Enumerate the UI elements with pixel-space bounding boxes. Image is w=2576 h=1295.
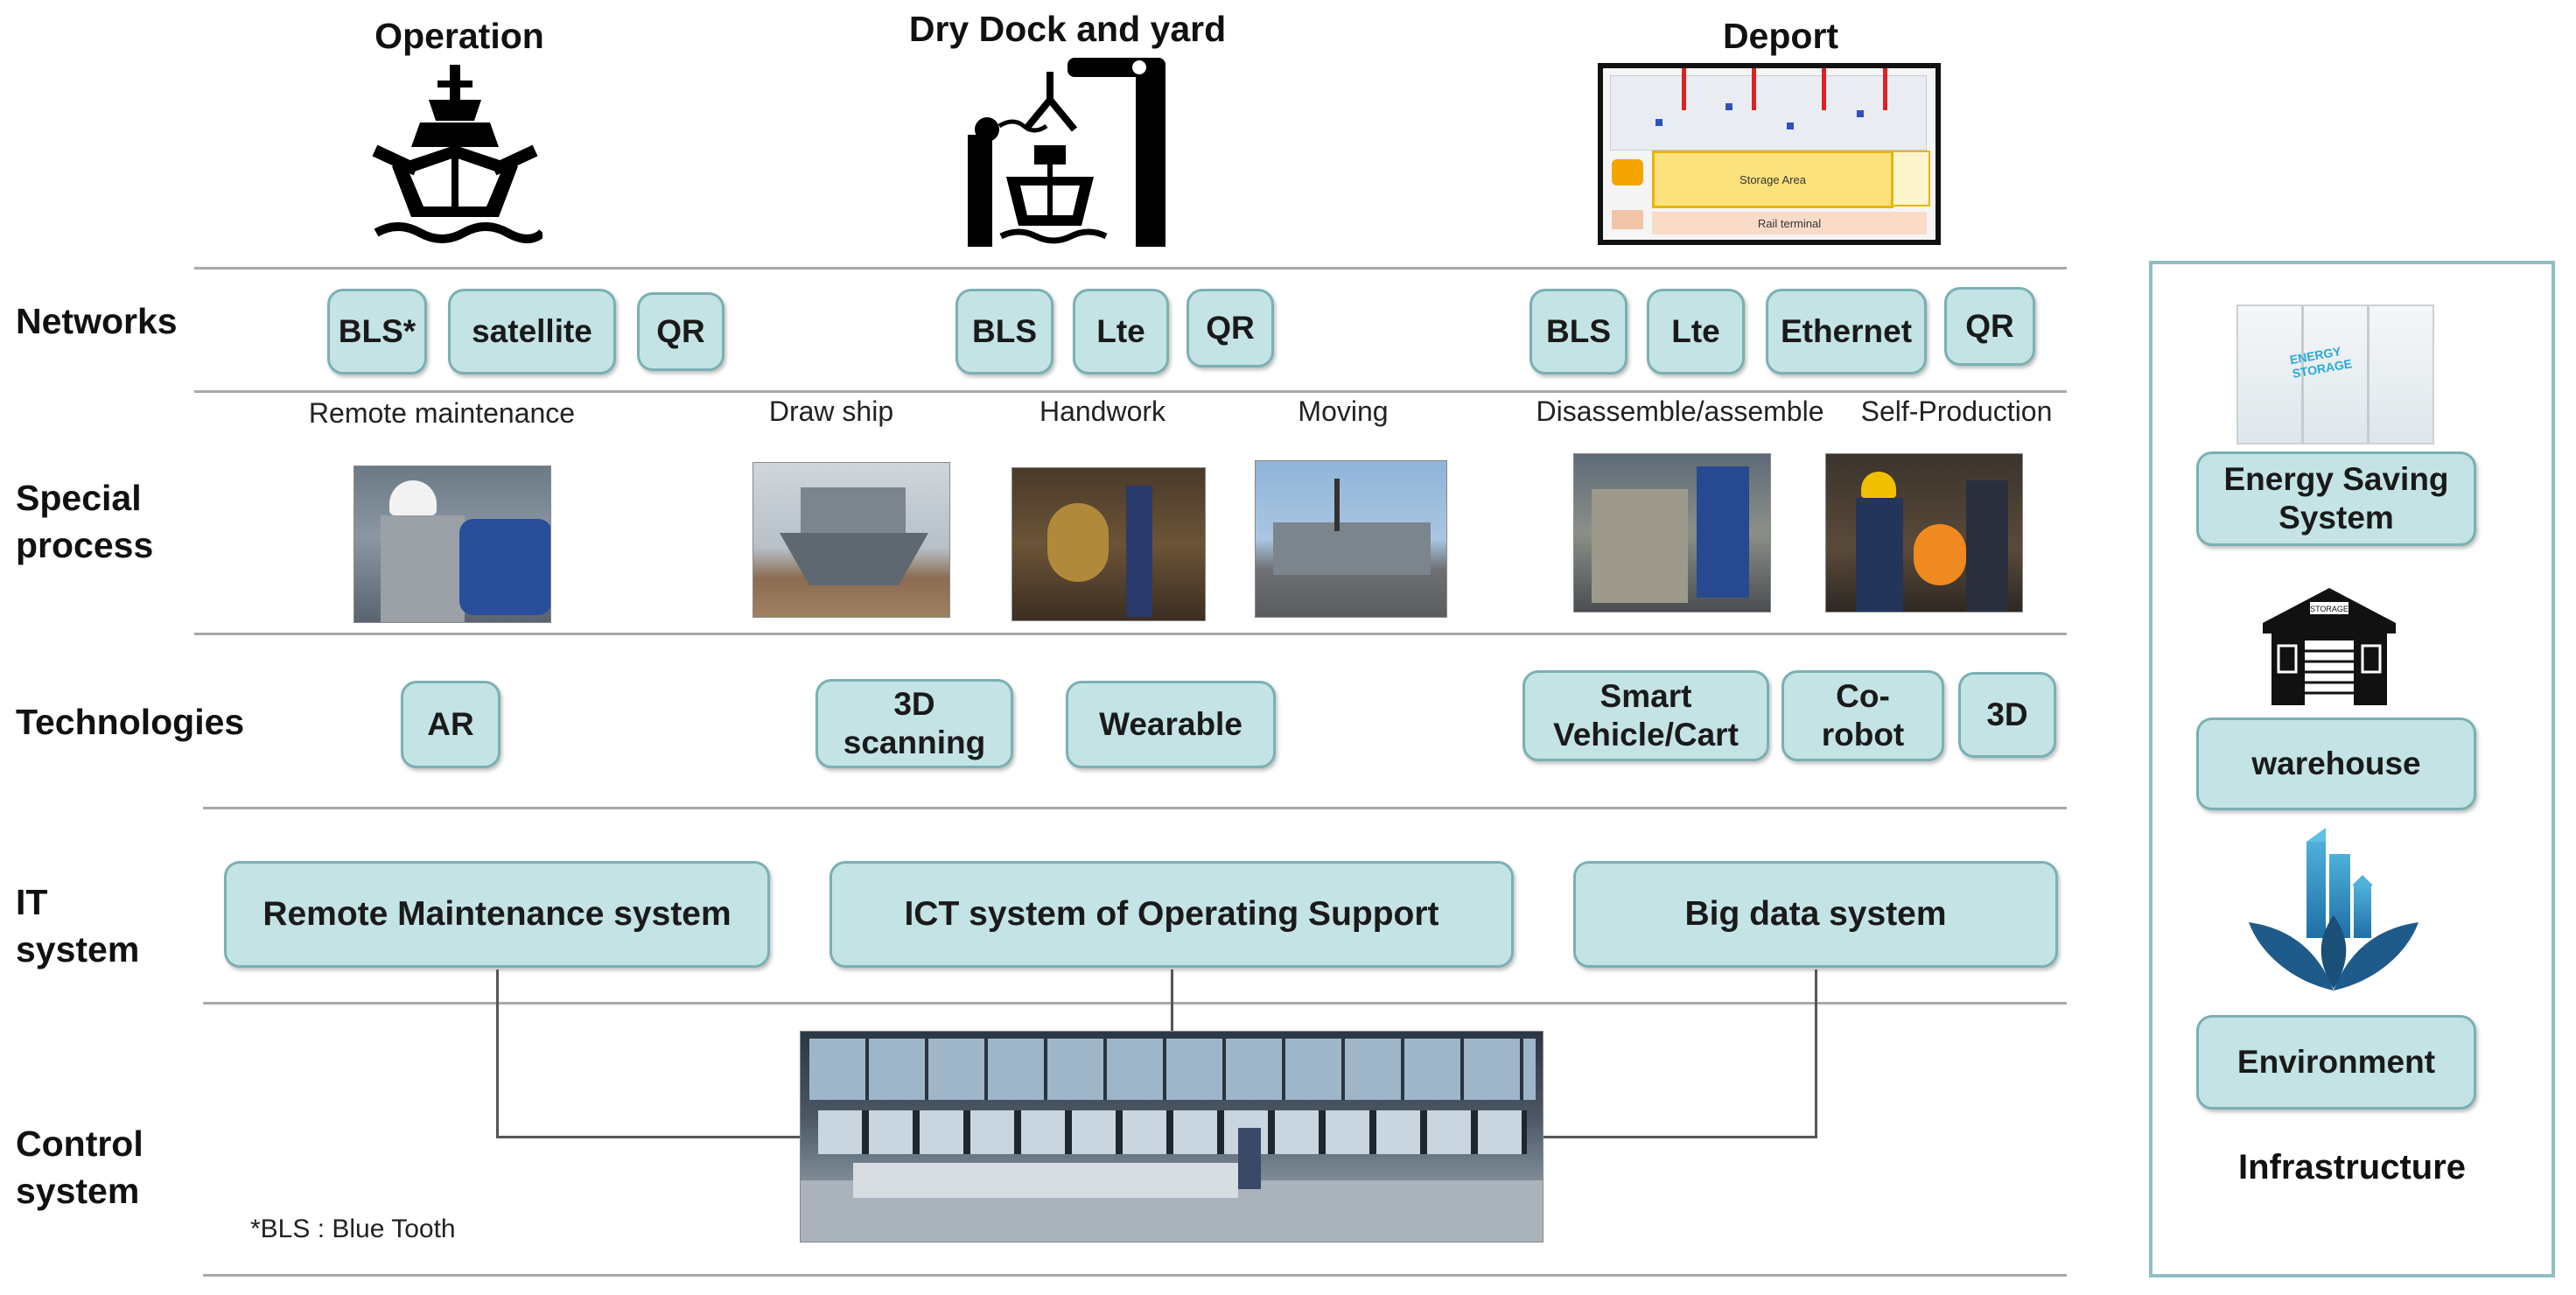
connector-line <box>1815 970 1817 1138</box>
row-label-special-process: Special process <box>16 474 153 569</box>
infra-label-line: Energy Saving <box>2223 461 2449 497</box>
row-label-it-system: IT system <box>16 878 139 973</box>
connector-line <box>496 1136 802 1138</box>
photo-control-room <box>800 1031 1544 1242</box>
caption-disassemble-assemble: Disassemble/assemble <box>1536 396 1824 427</box>
divider <box>194 633 2067 635</box>
row-label-line: system <box>16 929 140 970</box>
energy-storage-icon: ENERGY STORAGE <box>2236 304 2434 444</box>
tech-label-line: Vehicle/Cart <box>1553 717 1739 752</box>
column-title-drydock: Dry Dock and yard <box>908 9 1227 49</box>
tech-3d: 3D <box>1958 672 2056 758</box>
tech-label-line: Co- <box>1836 678 1890 714</box>
row-label-line: process <box>16 525 154 565</box>
caption-handwork: Handwork <box>1039 396 1166 427</box>
deport-map: Storage Area Rail terminal <box>1598 63 1941 245</box>
row-label-technologies: Technologies <box>16 702 245 742</box>
network-lte-drydock: Lte <box>1073 289 1169 374</box>
tech-wearable: Wearable <box>1066 681 1276 768</box>
row-label-line: Special <box>16 478 142 518</box>
photo-disassemble-assemble <box>1573 453 1771 612</box>
divider <box>203 1002 2067 1004</box>
column-title-deport: Deport <box>1722 16 1839 56</box>
network-qr-operation: QR <box>637 292 724 371</box>
ship-icon <box>372 65 542 243</box>
connector-line <box>1171 970 1173 1031</box>
warehouse-sign-text: STORAGE <box>2310 605 2348 613</box>
it-remote-maintenance-system: Remote Maintenance system <box>224 861 770 968</box>
infrastructure-panel <box>2149 261 2555 1278</box>
tech-smart-vehicle-cart: Smart Vehicle/Cart <box>1522 670 1769 761</box>
rail-terminal-zone: Rail terminal <box>1652 212 1927 234</box>
tech-ar: AR <box>401 681 500 768</box>
network-qr-deport: QR <box>1944 287 2035 366</box>
network-lte-deport: Lte <box>1647 289 1745 374</box>
infra-label-line: System <box>2278 500 2394 536</box>
environment-icon <box>2249 828 2418 990</box>
network-bls-deport: BLS <box>1530 289 1628 374</box>
row-label-line: Control <box>16 1124 144 1164</box>
caption-self-production: Self-Production <box>1860 396 2053 427</box>
infra-warehouse: warehouse <box>2196 718 2476 810</box>
row-label-line: system <box>16 1171 140 1211</box>
storage-area-zone: Storage Area <box>1652 150 1894 208</box>
network-ethernet: Ethernet <box>1766 289 1927 374</box>
photo-moving <box>1255 460 1447 618</box>
tech-label-line: 3D <box>893 686 935 722</box>
infrastructure-title: Infrastructure <box>2237 1148 2467 1186</box>
tech-3d-scanning: 3D scanning <box>816 679 1013 768</box>
photo-handwork <box>1012 467 1206 621</box>
infra-environment: Environment <box>2196 1015 2476 1110</box>
footnote-bls: *BLS : Blue Tooth <box>250 1214 456 1243</box>
row-label-networks: Networks <box>16 301 178 341</box>
column-title-operation: Operation <box>374 16 544 56</box>
row-label-line: IT <box>16 882 48 922</box>
network-qr-drydock: QR <box>1186 289 1274 368</box>
photo-self-production <box>1825 453 2023 612</box>
tech-label-line: robot <box>1821 717 1905 752</box>
caption-draw-ship: Draw ship <box>768 396 894 427</box>
warehouse-icon: STORAGE <box>2263 588 2396 705</box>
caption-remote-maintenance: Remote maintenance <box>308 397 576 429</box>
network-bls-drydock: BLS <box>956 289 1054 374</box>
connector-line <box>496 970 499 1138</box>
divider <box>194 267 2067 270</box>
divider <box>203 807 2067 809</box>
caption-moving: Moving <box>1298 396 1389 427</box>
photo-remote-maintenance <box>354 466 551 623</box>
network-satellite: satellite <box>448 289 616 374</box>
connector-line <box>1540 1136 1817 1138</box>
row-label-control-system: Control system <box>16 1120 144 1214</box>
divider <box>203 1274 2067 1277</box>
it-big-data-system: Big data system <box>1573 861 2058 968</box>
divider <box>194 390 2067 393</box>
network-bls-operation: BLS* <box>327 289 427 374</box>
tech-label-line: Smart <box>1600 678 1692 714</box>
photo-draw-ship <box>752 462 950 618</box>
tech-label-line: scanning <box>843 724 986 760</box>
dry-dock-crane-icon <box>968 58 1166 247</box>
infra-energy-saving-system: Energy Saving System <box>2196 452 2476 546</box>
it-ict-operating-support: ICT system of Operating Support <box>830 861 1514 968</box>
tech-co-robot: Co- robot <box>1782 670 1944 761</box>
